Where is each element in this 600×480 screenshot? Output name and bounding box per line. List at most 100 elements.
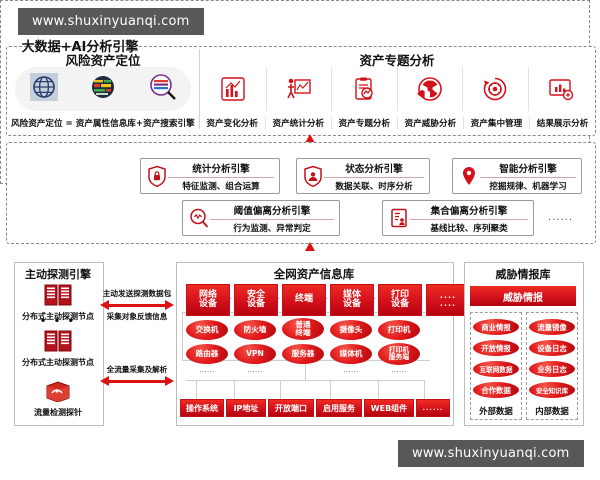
threat-source-partner[interactable]: 合作数据 <box>473 382 519 398</box>
engine-card-collective[interactable]: 集合偏离分析引擎 基线比较、序列聚类 <box>382 200 534 236</box>
child-label: 媒体机 <box>339 349 363 359</box>
topic-caption[interactable]: 资产集中管理 <box>464 117 530 129</box>
threat-source-open[interactable]: 开放情报 <box>473 340 519 356</box>
shield-lock-icon <box>146 164 168 188</box>
arrow-label-top: 主动发送探测数据包 <box>102 289 172 298</box>
radiation-hazard-icon[interactable] <box>398 67 463 111</box>
risk-and-topic-band: 风险资产定位 资产专题分析 <box>6 46 596 136</box>
bar-chart-trend-icon[interactable] <box>201 67 267 111</box>
topic-caption[interactable]: 资产统计分析 <box>266 117 332 129</box>
source-label: 开放情报 <box>481 343 511 353</box>
asset-attribute-port[interactable]: 开放端口 <box>268 399 314 417</box>
asset-category-printer[interactable]: 打印 设备 <box>378 284 422 316</box>
risk-caption: 风险资产定位 = 资产属性信息库+资产搜索引擎 <box>7 117 200 129</box>
engine-card-statistical[interactable]: 统计分析引擎 特征监测、组合运算 <box>140 158 280 194</box>
clipboard-chart-icon[interactable] <box>332 67 398 111</box>
asset-category-security[interactable]: 安全 设备 <box>234 284 278 316</box>
asset-attribute-service[interactable]: 启用服务 <box>316 399 362 417</box>
threat-column-footer: 内部数据 <box>535 406 569 416</box>
threat-source-commercial[interactable]: 商业情报 <box>473 319 519 335</box>
threat-column-footer: 外部数据 <box>479 406 513 416</box>
threat-source-traffic-mirror[interactable]: 流量镜像 <box>529 319 575 335</box>
category-label: 终端 <box>294 294 313 305</box>
engine-card-threshold[interactable]: 阈值偏离分析引擎 行为监测、异常判定 <box>182 200 340 236</box>
category-label: 网络 设备 <box>198 289 217 309</box>
topic-section-title: 资产专题分析 <box>359 53 435 68</box>
engine-desc: 挖掘规律、机器学习 <box>489 181 567 192</box>
source-label: 合作数据 <box>481 385 511 395</box>
engine-card-intelligent[interactable]: 智能分析引擎 挖掘规律、机器学习 <box>452 158 582 194</box>
probe-node-1[interactable]: 分布式主动探测节点 <box>14 330 102 368</box>
asset-attribute-ip[interactable]: IP地址 <box>226 399 266 417</box>
asset-category-more[interactable]: .... .... <box>426 284 470 316</box>
asset-child-camera[interactable]: 摄像头 <box>330 320 372 340</box>
threat-source-knowledge-base[interactable]: 安全知识库 <box>529 382 575 398</box>
asset-child-common-terminal[interactable]: 普通 终端 <box>282 318 324 340</box>
child-label: 普通 终端 <box>295 320 311 337</box>
flow-arrow-up <box>305 242 315 251</box>
asset-child-firewall[interactable]: 防火墙 <box>234 320 276 340</box>
engine-title: 智能分析引擎 <box>480 161 576 178</box>
gear-cycle-icon[interactable] <box>463 67 529 111</box>
magnifier-records-icon <box>147 72 177 106</box>
document-person-icon <box>388 206 410 230</box>
tree-connector <box>280 380 281 399</box>
asset-child-media-machine[interactable]: 媒体机 <box>330 344 372 364</box>
topic-caption[interactable]: 资产专题分析 <box>332 117 398 129</box>
asset-child-printer[interactable]: 打印机 <box>378 320 420 340</box>
map-pin-icon <box>458 164 480 188</box>
threat-source-internet[interactable]: 互联网数据 <box>473 361 519 377</box>
threat-source-device-log[interactable]: 设备日志 <box>529 340 575 356</box>
server-rack-icon <box>43 284 73 310</box>
topic-caption[interactable]: 资产威胁分析 <box>398 117 464 129</box>
probe-node-0[interactable]: 分布式主动探测节点 <box>14 284 102 322</box>
topic-caption[interactable]: 结果展示分析 <box>536 119 589 129</box>
asset-child-printer-server[interactable]: 打印机 服务端 <box>378 343 420 365</box>
tree-connector <box>305 362 306 381</box>
child-label: 防火墙 <box>243 325 267 335</box>
asset-child-server[interactable]: 服务器 <box>282 344 324 364</box>
topic-icon-row <box>201 67 593 111</box>
watermark-top-left: www.shuxinyuanqi.com <box>18 8 204 35</box>
attribute-label: IP地址 <box>233 403 259 413</box>
attribute-label: 开放端口 <box>275 403 307 413</box>
arrow-label-top: 全流量采集及解析 <box>106 365 168 374</box>
presenter-board-icon[interactable] <box>267 67 332 111</box>
child-ellipsis: ...... <box>343 366 359 374</box>
asset-attribute-more[interactable]: ...... <box>416 399 450 417</box>
child-ellipsis: ...... <box>199 366 215 374</box>
server-rack-icon <box>43 330 73 356</box>
ai-engine-label: 大数据+AI分析引擎 <box>21 40 139 55</box>
topic-caption[interactable]: 资产变化分析 <box>200 117 266 129</box>
asset-category-network[interactable]: 网络 设备 <box>186 284 230 316</box>
asset-attribute-web[interactable]: WEB组件 <box>364 399 414 417</box>
source-label: 业务日志 <box>537 364 567 374</box>
asset-child-switch[interactable]: 交换机 <box>186 320 228 340</box>
traffic-probe-box-icon <box>44 381 72 406</box>
asset-child-vpn[interactable]: VPN <box>234 344 276 364</box>
engine-title: 阈值偏离分析引擎 <box>210 203 334 220</box>
source-label: 安全知识库 <box>536 386 568 395</box>
attribute-label: 操作系统 <box>186 403 218 413</box>
probe-node-label: 流量检测探针 <box>34 408 82 417</box>
category-label: .... .... <box>439 290 457 308</box>
word-cloud-sphere-icon <box>88 72 118 106</box>
child-ellipsis: ...... <box>391 366 407 374</box>
engine-title: 状态分析引擎 <box>324 161 424 178</box>
asset-category-terminal[interactable]: 终端 <box>282 284 326 316</box>
risk-section-title: 风险资产定位 <box>65 53 141 68</box>
asset-child-router[interactable]: 路由器 <box>186 344 228 364</box>
traffic-probe[interactable]: 流量检测探针 <box>14 380 102 418</box>
asset-attribute-os[interactable]: 操作系统 <box>180 399 224 417</box>
engine-desc: 数据关联、时序分析 <box>335 181 413 192</box>
engine-card-state[interactable]: 状态分析引擎 数据关联、时序分析 <box>296 158 430 194</box>
threat-source-business-log[interactable]: 业务日志 <box>529 361 575 377</box>
monitor-chart-icon[interactable] <box>529 67 594 111</box>
threat-intel-bar[interactable]: 威胁情报 <box>470 286 576 306</box>
child-label: VPN <box>246 349 264 359</box>
flow-arrow-up <box>305 134 315 143</box>
double-arrow-icon <box>100 300 174 310</box>
child-ellipsis: ...... <box>247 366 263 374</box>
asset-category-media[interactable]: 媒体 设备 <box>330 284 374 316</box>
